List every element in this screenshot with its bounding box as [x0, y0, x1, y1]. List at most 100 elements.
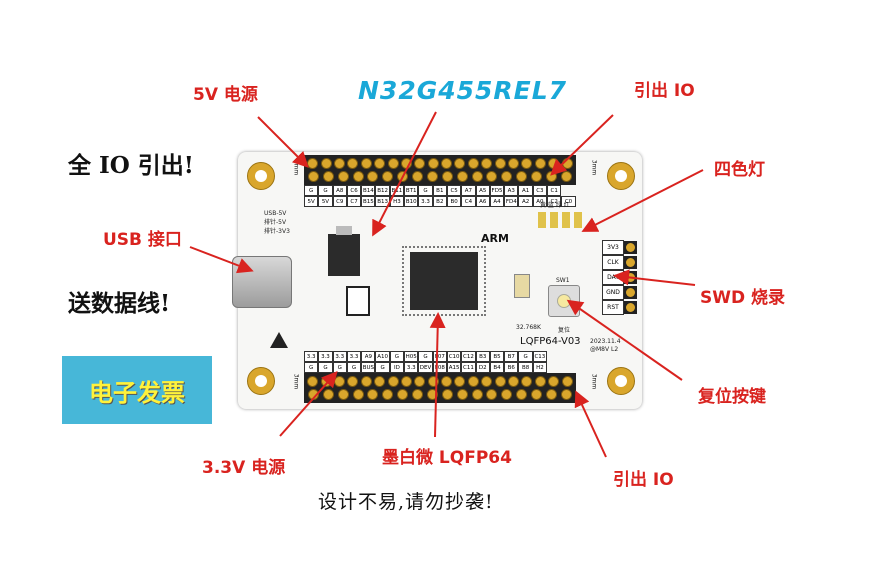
swd-pin-label: GND: [602, 285, 624, 300]
annotation-io-bottom: 引出 IO: [613, 470, 674, 490]
arrow-title: [372, 111, 437, 237]
pin-label: B12: [375, 185, 390, 196]
usb-note-line: 排针-5V: [264, 219, 287, 226]
header-pin: [374, 376, 386, 387]
pin-label: A2: [518, 196, 533, 207]
arrow-rgb-led: [581, 169, 704, 232]
header-pin: [387, 158, 399, 169]
led-red: [574, 212, 582, 228]
swd-pin-pad: [626, 258, 635, 267]
pin-label: BUS: [361, 362, 376, 373]
arrow-io-bottom: [574, 390, 607, 458]
pin-label: A15: [446, 362, 462, 373]
pin-label: B10: [404, 196, 419, 207]
pin-label: C3: [532, 185, 548, 196]
header-pin: [501, 171, 513, 182]
pin-label: B2: [432, 196, 447, 207]
usb-note-line: 排针-3V3: [264, 228, 290, 235]
header-pin: [456, 389, 468, 400]
pin-label: 5V: [318, 196, 333, 207]
pin-label: 5V: [304, 196, 319, 207]
header-pin: [516, 389, 528, 400]
swd-pin-pad: [626, 288, 635, 297]
swd-pin-label: 3V3: [602, 240, 624, 255]
header-pin: [471, 171, 483, 182]
header-pin: [531, 389, 543, 400]
pin-label: A9: [361, 351, 376, 362]
header-pin: [427, 376, 439, 387]
led-colors-note: 黄 蓝 绿 红: [540, 202, 570, 209]
header-pin: [337, 389, 349, 400]
header-pin: [307, 376, 319, 387]
annotation-reset: 复位按键: [698, 387, 766, 407]
header-pin: [467, 376, 479, 387]
pin-label: C4: [461, 196, 476, 207]
header-pin: [382, 389, 394, 400]
arrow-3v3: [279, 371, 338, 437]
swd-pin-label: RST: [602, 300, 624, 315]
header-pin: [426, 171, 438, 182]
header-pin: [307, 171, 319, 182]
pin-label: C6: [346, 185, 362, 196]
pin-label: ID: [389, 362, 405, 373]
board-date: 2023.11.4: [590, 338, 621, 345]
swd-pin-label: CLK: [602, 255, 624, 270]
led-green: [562, 212, 570, 228]
pin-label: H05: [404, 351, 419, 362]
header-pin: [531, 171, 543, 182]
header-pin: [486, 389, 498, 400]
pin-label: G: [346, 362, 362, 373]
header-pin: [521, 158, 533, 169]
pin-label: C0: [561, 196, 576, 207]
header-pin: [360, 158, 372, 169]
annotation-rgb-led: 四色灯: [714, 160, 765, 180]
mounting-hole: [607, 367, 635, 395]
annotation-swd: SWD 烧录: [700, 288, 786, 308]
slogan-io-all: 全 IO 引出!: [68, 152, 194, 179]
pin-label: A5: [475, 185, 490, 196]
swd-pin-row: RST: [602, 300, 642, 315]
pin-label: A7: [461, 185, 476, 196]
arrow-io-top: [550, 114, 614, 176]
header-pin: [412, 389, 424, 400]
header-pin: [508, 376, 520, 387]
invoice-badge: 电子发票: [62, 356, 212, 424]
usb-power-note: USB-5V 排针-5V 排针-3V3: [264, 209, 290, 236]
pin-label: C1: [547, 185, 562, 196]
pin-label: G: [332, 362, 347, 373]
pin-label: G: [304, 362, 319, 373]
swd-pin: [624, 301, 637, 314]
pin-label: B5: [489, 351, 505, 362]
mounting-hole: [247, 162, 275, 190]
header-pin: [561, 376, 573, 387]
header-pin: [548, 376, 560, 387]
header-pin: [441, 158, 453, 169]
pin-label: C2: [547, 196, 562, 207]
mounting-hole: [247, 367, 275, 395]
pin-label: C10: [446, 351, 462, 362]
pin-label: 3.3: [404, 362, 419, 373]
header-pin: [360, 376, 372, 387]
arm-logo: ARM: [481, 232, 509, 245]
pin-label: G: [418, 185, 433, 196]
annotation-5v-power: 5V 电源: [193, 85, 258, 105]
pin-label: 3.3: [346, 351, 362, 362]
header-pin: [352, 389, 364, 400]
header-pin: [412, 171, 424, 182]
pin-label: F08: [432, 362, 447, 373]
header-pin: [454, 376, 466, 387]
pin-label: B8: [518, 362, 533, 373]
annotation-usb: USB 接口: [103, 230, 182, 250]
pin-label: 3.3: [304, 351, 319, 362]
header-pin: [347, 158, 359, 169]
header-pin: [414, 158, 426, 169]
pin-label: G: [318, 185, 333, 196]
header-pin: [494, 376, 506, 387]
header-pin: [333, 158, 345, 169]
